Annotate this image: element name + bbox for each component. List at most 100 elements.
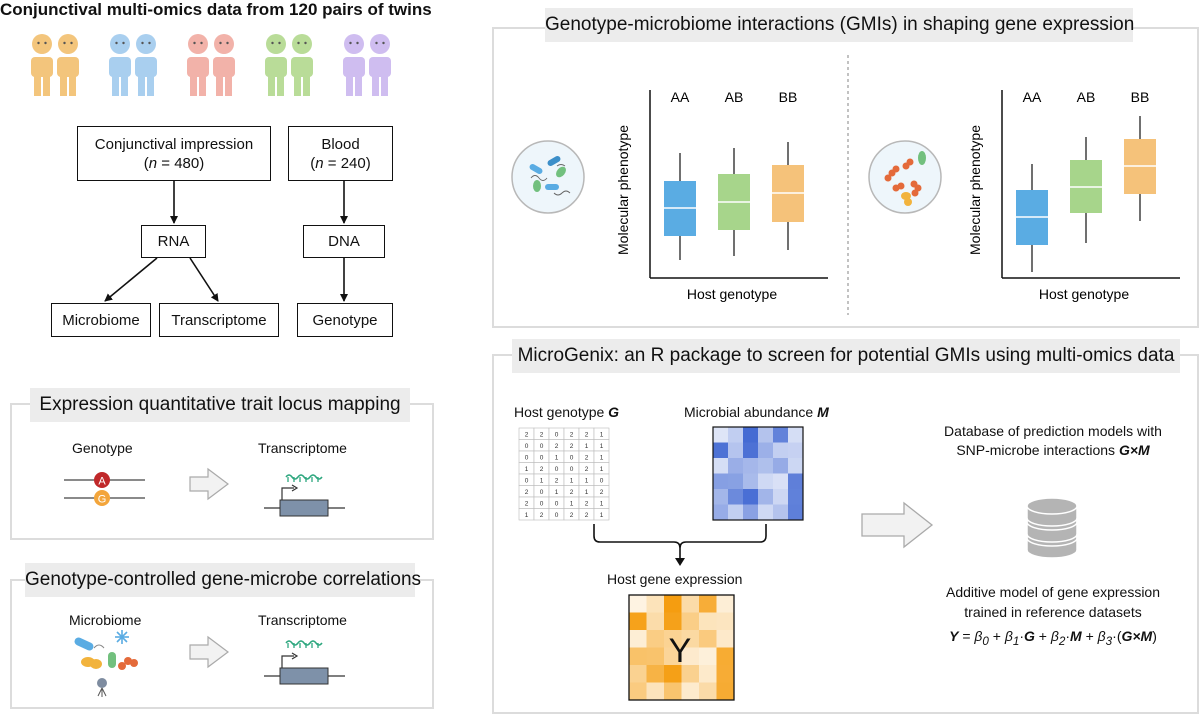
gene-expression-heatmap: Y (628, 594, 735, 701)
person-icon (343, 34, 365, 96)
transcriptome-label: Transcriptome (171, 311, 267, 329)
transcriptome-box: Transcriptome (159, 303, 279, 337)
formula-s3: 3 (1105, 634, 1113, 648)
flow-arrows (104, 181, 348, 302)
eqtl-gene-icon (264, 474, 345, 517)
allele-g-marker (94, 490, 110, 506)
conj-count: = 480) (157, 154, 205, 172)
matrix-cell: 1 (525, 466, 529, 473)
matrix-cell: 0 (570, 455, 574, 462)
dna-label: DNA (328, 233, 360, 250)
genotype-label: AB (1077, 89, 1096, 105)
matrix-cell: 1 (570, 478, 574, 485)
matrix-cell: 0 (555, 432, 559, 439)
formula-eq: = (958, 628, 975, 644)
gmi-divider (847, 55, 849, 315)
eqtl-panel (10, 403, 434, 540)
eqtl-graphic: A G (64, 467, 345, 517)
matrix-cell: 2 (525, 501, 529, 508)
person-icon (109, 34, 131, 96)
rna-label: RNA (157, 233, 190, 250)
formula: Y = β0 + β1·G + β2·M + β3·(G×M) (932, 628, 1174, 648)
big-arrow (861, 501, 934, 549)
gmc-microbiome-label: Microbiome (69, 612, 142, 628)
conj-paren: ( (143, 154, 149, 172)
conjunctival-impression-box: Conjunctival impression (n = 480) (77, 126, 271, 181)
matrix-cell: 1 (600, 466, 604, 473)
matrix-cell: 0 (525, 478, 529, 485)
formula-g: G (1024, 628, 1035, 644)
xlabel-right: Host genotype (1039, 286, 1129, 302)
matrix-cell: 1 (555, 489, 559, 496)
formula-close: ) (1152, 628, 1157, 644)
matrix-cell: 1 (555, 455, 559, 462)
eqtl-genotype-label: Genotype (72, 440, 133, 456)
formula-s2: 2 (1058, 634, 1066, 648)
matrix-cell: 1 (585, 478, 589, 485)
cohort-title: Conjunctival multi-omics data from 120 p… (0, 0, 432, 19)
host-gene-expression-label: Host gene expression (607, 571, 743, 587)
matrix-cell: 0 (540, 501, 544, 508)
eqtl-transcriptome-label: Transcriptome (258, 440, 347, 456)
microbial-symbol: M (817, 404, 829, 420)
formula-m: M (1070, 628, 1082, 644)
matrix-cell: 0 (525, 455, 529, 462)
microbial-abundance-text: Microbial abundance (684, 404, 818, 420)
matrix-cell: 2 (570, 512, 574, 519)
host-genotype-text: Host genotype (514, 404, 609, 420)
eqtl-arrow (189, 467, 229, 501)
add-line1: Additive model of gene expression (945, 584, 1161, 600)
matrix-cell: 0 (570, 466, 574, 473)
ylabel-left: Molecular phenotype (615, 125, 631, 255)
person-icon (135, 34, 157, 96)
database-icon (1026, 497, 1078, 559)
matrix-cell: 0 (540, 455, 544, 462)
matrix-cell: 2 (600, 489, 604, 496)
person-icon (31, 34, 53, 96)
xlabel-left: Host genotype (687, 286, 777, 302)
person-icon (265, 34, 287, 96)
gmc-gene-icon (264, 640, 345, 685)
matrix-cell: 1 (540, 478, 544, 485)
genotype-label: AA (671, 89, 690, 105)
allele-a-text: A (98, 476, 106, 488)
microbiome-label: Microbiome (62, 311, 140, 329)
matrix-cell: 1 (600, 501, 604, 508)
matrix-cell: 2 (585, 455, 589, 462)
database-text: Database of prediction models with SNP-m… (940, 422, 1166, 460)
gmc-arrow (189, 635, 229, 669)
person-icon (187, 34, 209, 96)
matrix-cell: 1 (525, 512, 529, 519)
matrix-cell: 2 (540, 512, 544, 519)
host-genotype-symbol: G (608, 404, 620, 420)
allele-a-marker (94, 472, 110, 488)
formula-dot3: ·( (1112, 628, 1122, 644)
matrix-cell: 2 (570, 443, 574, 450)
formula-dot2: · (1065, 628, 1071, 644)
matrix-cell: 0 (600, 478, 604, 485)
matrix-cell: 1 (600, 432, 604, 439)
formula-b3: β (1097, 628, 1106, 644)
person-icon (369, 34, 391, 96)
microbial-heatmap (712, 426, 804, 521)
formula-b0: β (974, 628, 983, 644)
blood-count: = 240) (323, 154, 371, 172)
matrix-cell: 1 (570, 501, 574, 508)
matrix-cell: 0 (555, 501, 559, 508)
formula-y: Y (949, 628, 959, 644)
formula-p1: + (988, 628, 1005, 644)
allele-g-text: G (98, 494, 107, 506)
matrix-cell: 0 (540, 489, 544, 496)
conj-line1: Conjunctival impression (94, 135, 254, 153)
matrix-cell: 2 (540, 466, 544, 473)
blood-paren: ( (310, 154, 316, 172)
gmc-title: Genotype-controlled gene-microbe correla… (25, 563, 421, 597)
matrix-cell: 2 (540, 432, 544, 439)
rna-box: RNA (141, 225, 206, 258)
merge-bracket (593, 524, 767, 566)
microbe-dish-left (511, 140, 585, 214)
formula-dot1: · (1019, 628, 1025, 644)
